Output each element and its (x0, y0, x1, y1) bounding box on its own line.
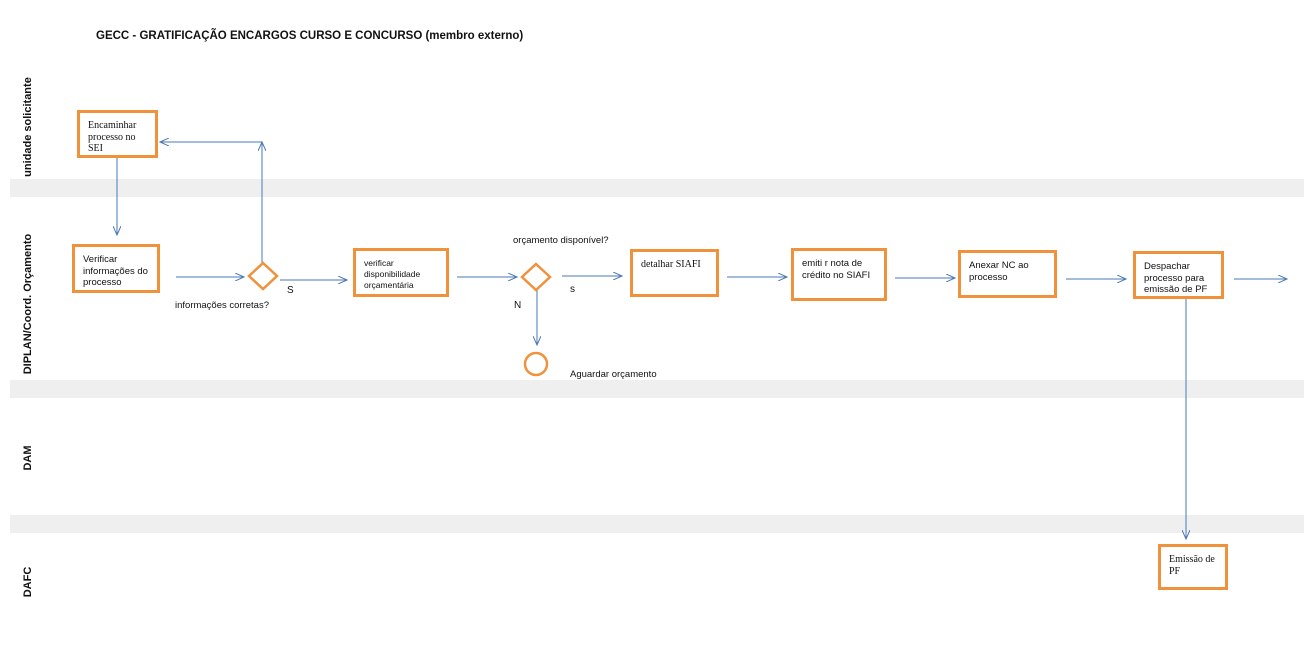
lane-separator (10, 515, 1304, 533)
process-anexar-nc: Anexar NC ao processo (958, 250, 1057, 298)
process-encaminhar: Encaminhar processo no SEI (77, 110, 158, 158)
process-despachar: Despachar processo para emissão de PF (1133, 251, 1224, 299)
decision-label-informacoes: informações corretas? (175, 300, 269, 311)
diagram-title: GECC - GRATIFICAÇÃO ENCARGOS CURSO E CON… (96, 30, 524, 42)
decision-diamond-orcamento (520, 262, 552, 292)
process-verificar-informacoes: Verificar informações do processo (72, 244, 160, 293)
edge-label-s-2: s (570, 284, 575, 295)
edge-label-n: N (514, 300, 522, 311)
lane-separator (10, 179, 1304, 197)
decision-diamond-informacoes (247, 261, 279, 291)
event-label-aguardar: Aguardar orçamento (570, 369, 657, 380)
event-circle-aguardar (523, 351, 549, 377)
edge-label-s-1: S (287, 285, 294, 296)
decision-label-orcamento: orçamento disponível? (513, 235, 609, 246)
process-verificar-disponibilidade: verificar disponibilidade orçamentária (353, 248, 449, 297)
lane-separator (10, 380, 1304, 398)
process-emissao-pf: Emissão de PF (1158, 544, 1228, 590)
process-detalhar-siafi: detalhar SIAFI (630, 249, 719, 297)
process-emitir-nota: emiti r nota de crédito no SIAFI (791, 248, 887, 301)
